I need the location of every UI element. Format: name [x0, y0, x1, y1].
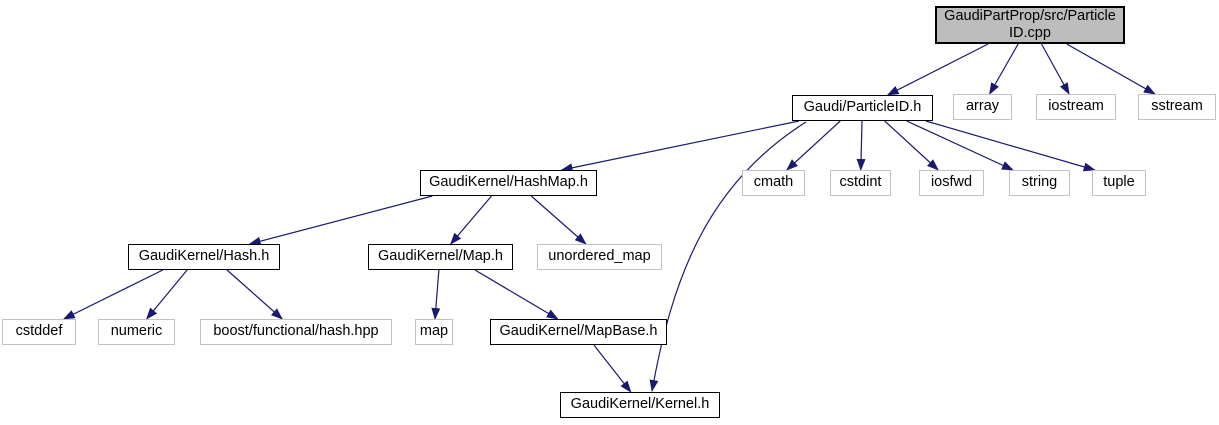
graph-node-gaudikernel-kernel-h[interactable]: GaudiKernel/Kernel.h [560, 392, 720, 418]
edge-gaudikernel-hash-h-to-cstddef [62, 269, 164, 320]
graph-node-tuple: tuple [1092, 170, 1146, 196]
edge-gaudi-particleid-h-to-cstdint [856, 120, 866, 171]
graph-node-numeric: numeric [98, 319, 175, 345]
edge-gaudikernel-map-h-to-map [431, 269, 441, 320]
graph-node-cstddef: cstddef [2, 319, 76, 345]
graph-node-boost-functional-hash-hpp: boost/functional/hash.hpp [200, 319, 392, 345]
edge-gaudikernel-hashmap-h-to-gaudikernel-hash-h [248, 195, 433, 246]
graph-node-string: string [1009, 170, 1070, 196]
graph-node-gaudi-particleid-h[interactable]: Gaudi/ParticleID.h [792, 95, 933, 121]
edge-gaudi-particleid-h-to-gaudikernel-kernel-h [649, 121, 807, 392]
edge-gaudikernel-hashmap-h-to-gaudikernel-map-h [450, 195, 492, 245]
edge-particleid-cpp-to-array [989, 43, 1019, 95]
edge-gaudikernel-map-h-to-gaudikernel-mapbase-h [474, 269, 559, 320]
edge-gaudikernel-hashmap-h-to-unordered-map [530, 195, 587, 245]
graph-node-map: map [415, 319, 453, 345]
edge-gaudikernel-mapbase-h-to-gaudikernel-kernel-h [593, 344, 632, 393]
graph-node-array: array [953, 94, 1012, 120]
edge-particleid-cpp-to-sstream [1066, 43, 1156, 95]
graph-node-sstream: sstream [1138, 94, 1216, 120]
edge-gaudikernel-hash-h-to-boost-functional-hash-hpp [226, 269, 283, 320]
edge-gaudi-particleid-h-to-iosfwd [884, 120, 939, 171]
graph-node-gaudikernel-hashmap-h[interactable]: GaudiKernel/HashMap.h [420, 170, 597, 196]
graph-node-gaudikernel-map-h[interactable]: GaudiKernel/Map.h [368, 244, 513, 270]
edge-gaudi-particleid-h-to-gaudikernel-hashmap-h [560, 120, 800, 173]
graph-node-cmath: cmath [742, 170, 805, 196]
edge-particleid-cpp-to-gaudi-particleid-h [886, 43, 989, 96]
edge-particleid-cpp-to-iostream [1040, 43, 1070, 95]
edge-gaudi-particleid-h-to-cmath [786, 120, 841, 171]
graph-node-unordered-map: unordered_map [537, 244, 662, 270]
graph-node-gaudikernel-mapbase-h[interactable]: GaudiKernel/MapBase.h [490, 319, 667, 345]
graph-node-iostream: iostream [1036, 94, 1116, 120]
graph-node-cstdint: cstdint [830, 170, 891, 196]
edge-gaudikernel-hash-h-to-numeric [145, 269, 188, 320]
graph-node-gaudikernel-hash-h[interactable]: GaudiKernel/Hash.h [128, 244, 280, 270]
graph-node-particleid-cpp: GaudiPartProp/src/Particle ID.cpp [935, 6, 1125, 44]
graph-node-iosfwd: iosfwd [919, 170, 984, 196]
edge-gaudi-particleid-h-to-string [906, 120, 1014, 171]
edge-gaudi-particleid-h-to-tuple [925, 120, 1096, 172]
